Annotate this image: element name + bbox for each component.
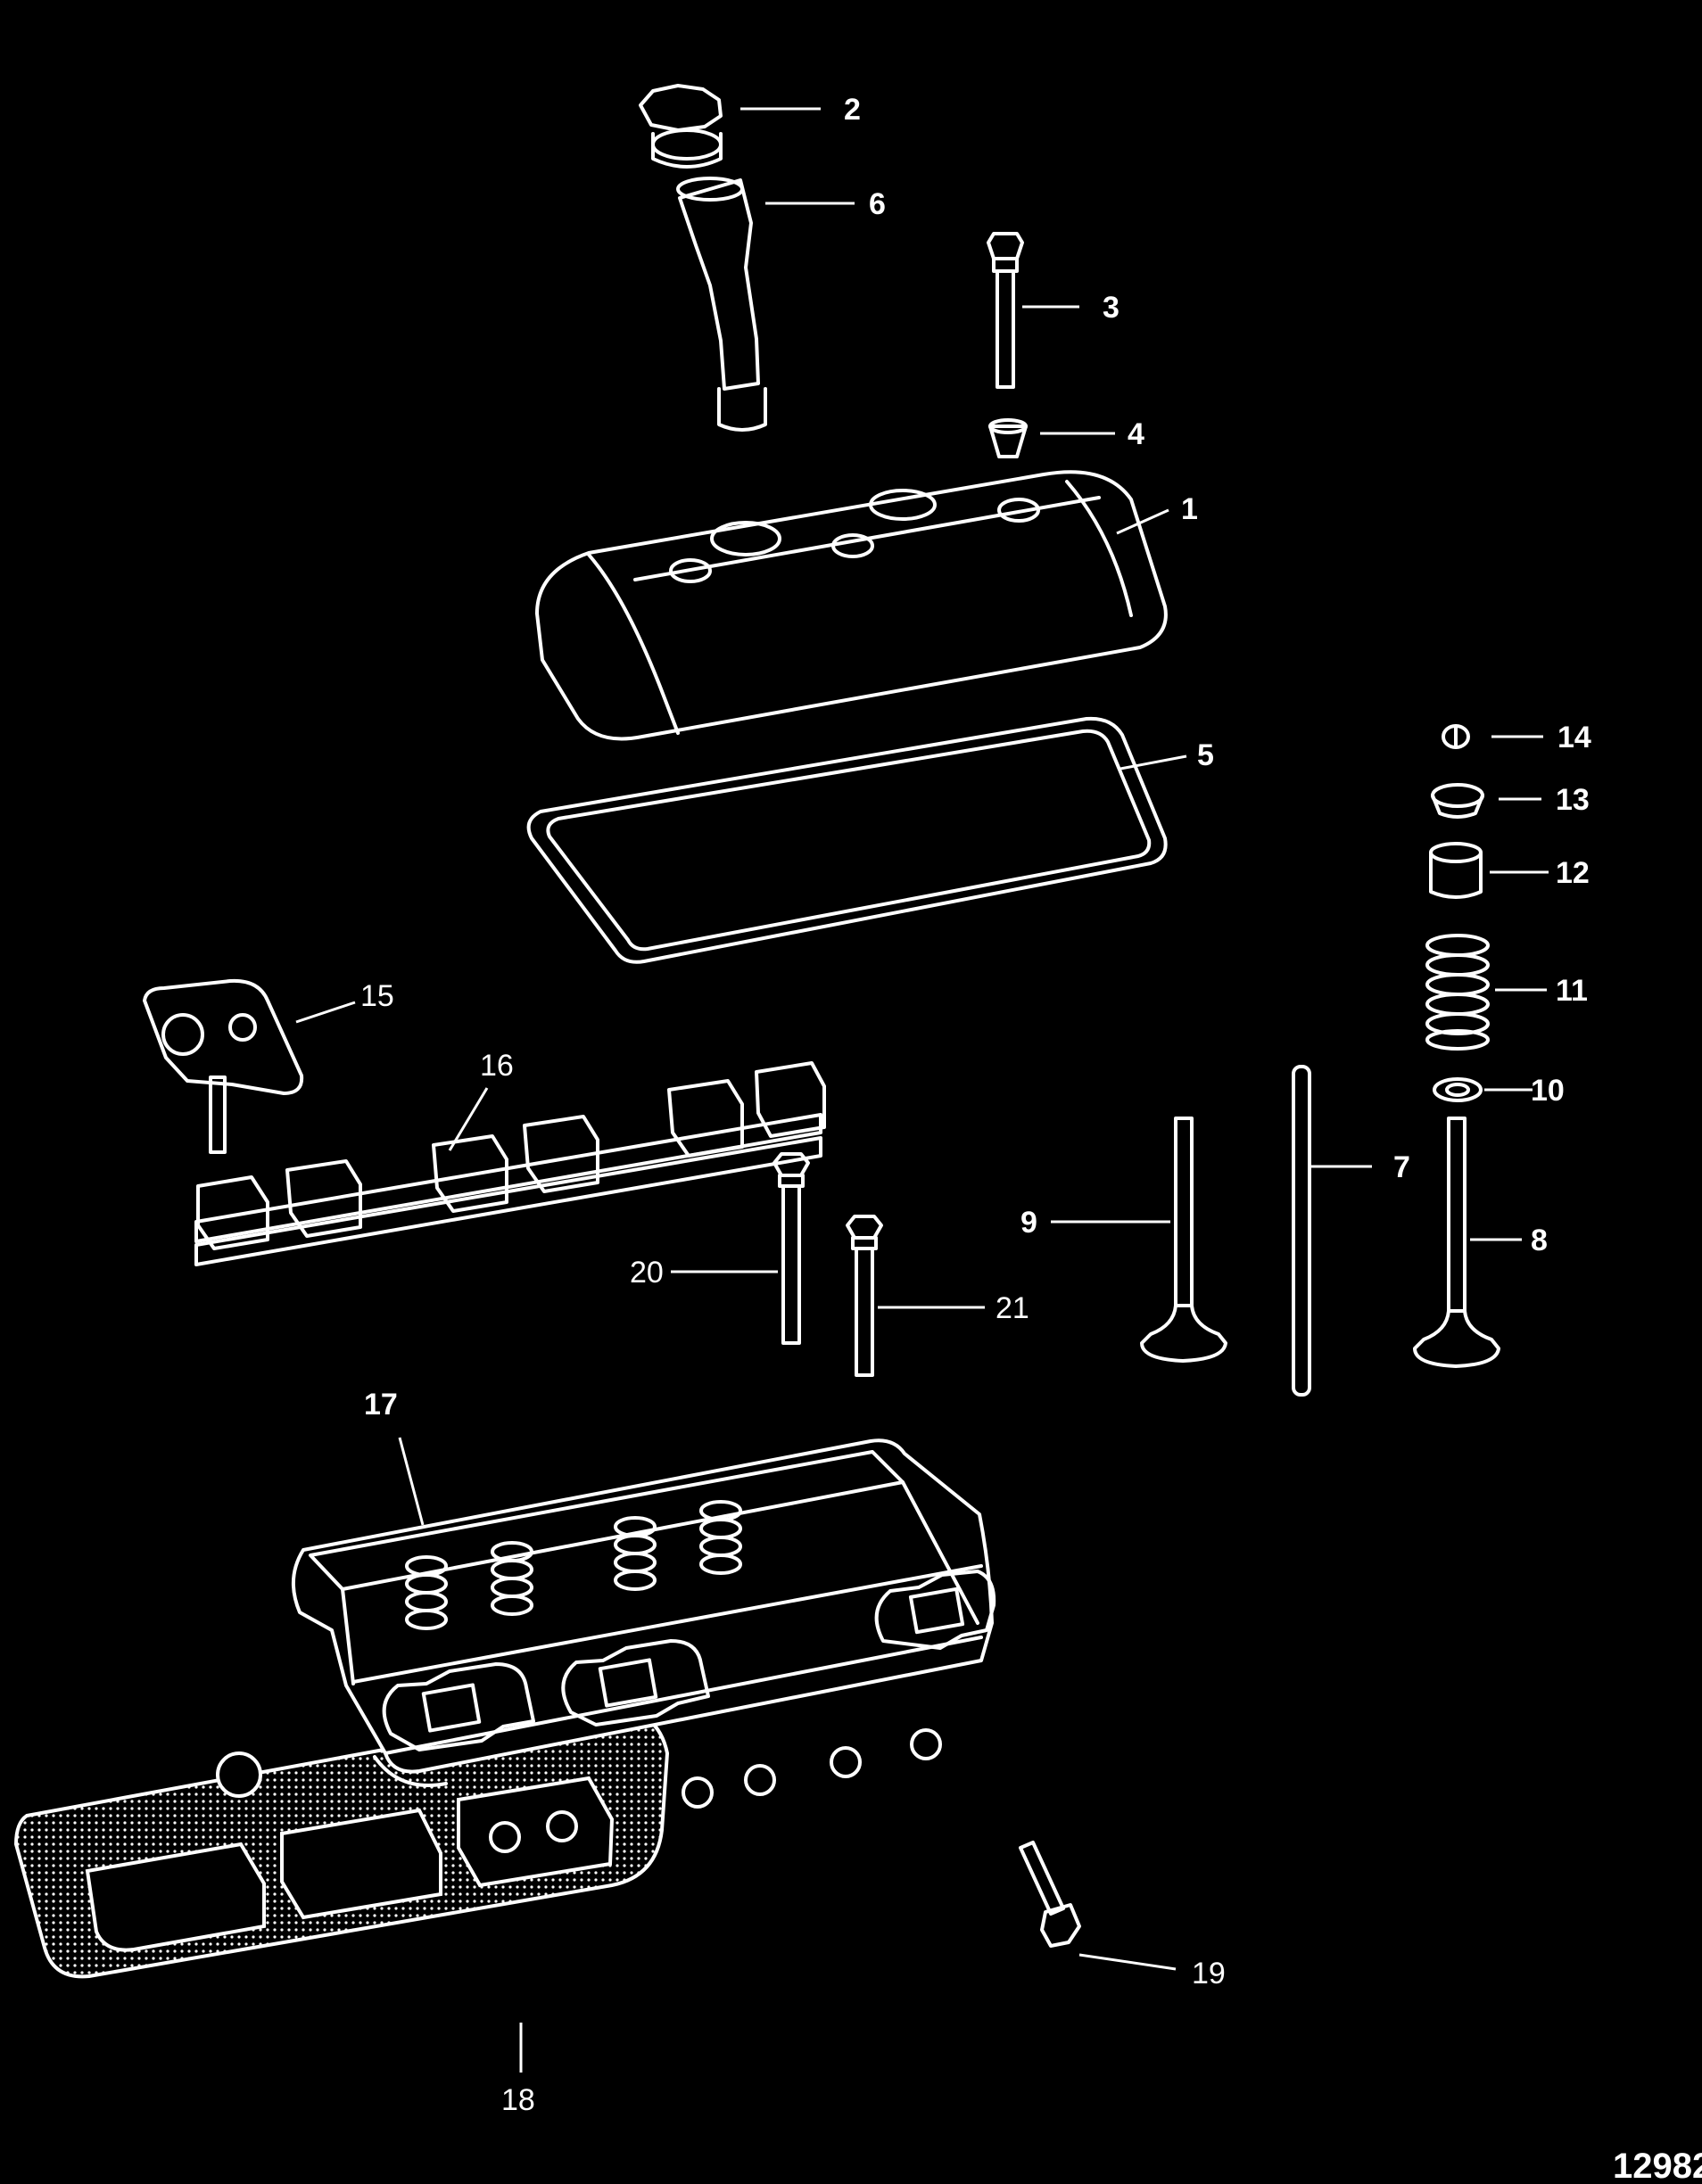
valve-spring-cap [1431, 783, 1484, 819]
callout-12: 12 [1556, 856, 1590, 890]
rocker-cover-gasket [526, 716, 1168, 964]
oil-filler-cap [639, 84, 723, 169]
push-rod [1292, 1065, 1311, 1397]
callout-11: 11 [1556, 974, 1588, 1008]
callout-17: 17 [364, 1388, 398, 1422]
callout-1: 1 [1181, 492, 1198, 526]
oil-fill-tube [676, 177, 767, 432]
callout-10: 10 [1531, 1074, 1565, 1108]
callout-8: 8 [1531, 1224, 1548, 1257]
head-valve-springs [405, 1500, 742, 1630]
callout-19: 19 [1192, 1957, 1226, 1990]
callout-21: 21 [996, 1291, 1029, 1325]
callout-20: 20 [630, 1256, 664, 1290]
callout-14: 14 [1557, 721, 1591, 754]
callout-4: 4 [1128, 417, 1144, 451]
callout-labels: 2 6 3 4 1 5 14 13 12 11 10 7 9 8 15 16 2… [360, 93, 1591, 2117]
callout-16: 16 [480, 1049, 514, 1083]
exhaust-valve [1413, 1117, 1500, 1368]
callout-9: 9 [1020, 1206, 1037, 1240]
cylinder-head-bolt [1019, 1841, 1081, 1948]
valve-spring [1425, 934, 1490, 1051]
valve-shim [1433, 1077, 1483, 1102]
leader-lines [295, 107, 1549, 2073]
valve-keys [1442, 724, 1470, 749]
rocker-cover-bolt [987, 232, 1024, 389]
figure-number: 12982 [1613, 2147, 1702, 2184]
head-bolt-short [773, 1152, 810, 1345]
callout-13: 13 [1556, 783, 1590, 817]
head-ports [382, 1570, 996, 1853]
callout-15: 15 [360, 979, 394, 1013]
callout-5: 5 [1197, 738, 1214, 772]
callout-18: 18 [501, 2083, 535, 2117]
callout-7: 7 [1393, 1150, 1410, 1184]
cylinder-head [291, 1438, 996, 1853]
head-bolt-long [846, 1215, 883, 1377]
rocker-arm [143, 978, 304, 1154]
intake-valve [1140, 1117, 1227, 1363]
rocker-arm-cover [535, 470, 1168, 741]
callout-6: 6 [869, 187, 886, 221]
cylinder-head-gasket [13, 1707, 670, 1979]
callout-3: 3 [1103, 291, 1120, 325]
rocker-arm-support [194, 1061, 826, 1266]
grommet [988, 418, 1028, 458]
callout-2: 2 [844, 93, 861, 127]
valve-seal [1429, 842, 1483, 899]
